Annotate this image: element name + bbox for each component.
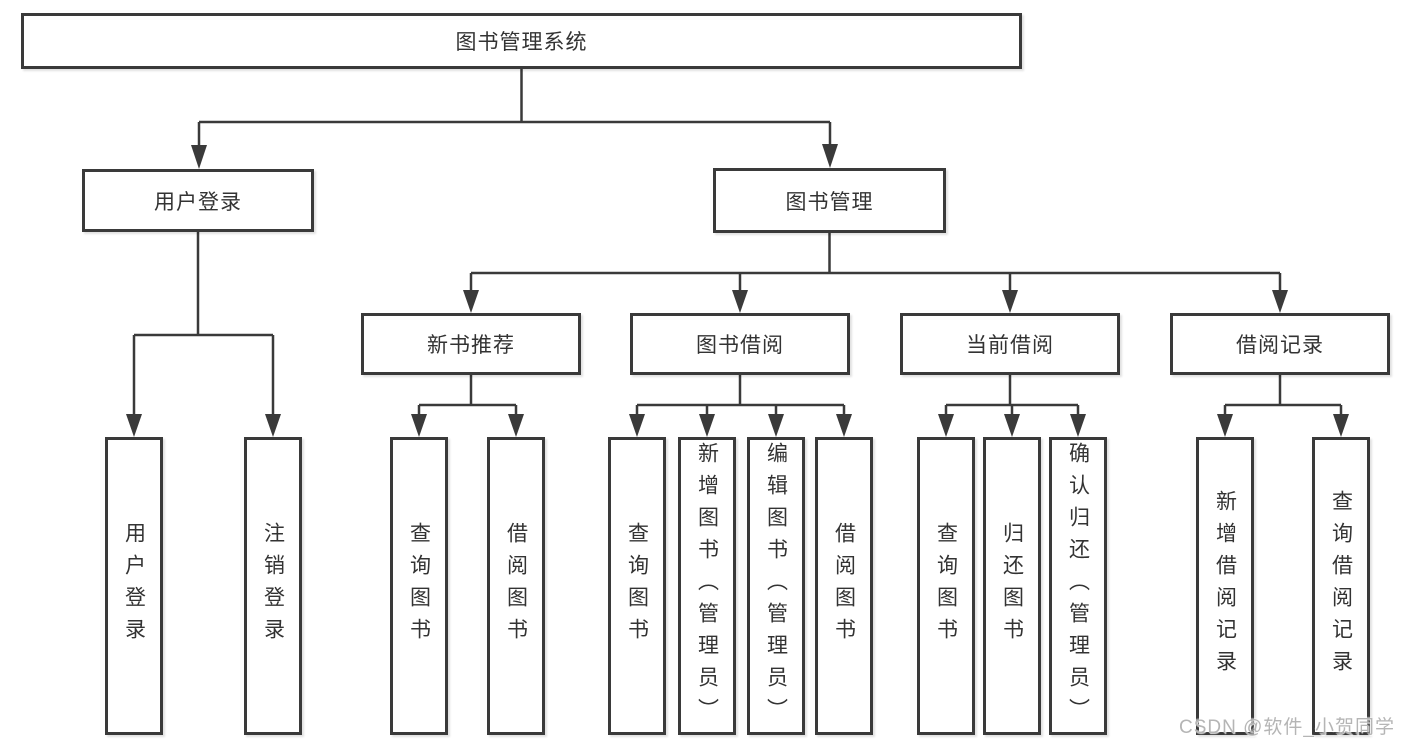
connector-group-recommend [417,375,518,415]
node-label: 新增借阅记录 [1213,490,1237,682]
node-label: 编辑图书（管理员） [764,442,788,730]
connector-group-current [944,375,1080,415]
node-label: 查询图书 [934,522,958,650]
arrow-recommend-child-0 [411,414,427,437]
node-book-borrow: 图书借阅 [630,313,850,375]
node-library-system: 图书管理系统 [21,13,1022,69]
node-current-borrow: 当前借阅 [900,313,1120,375]
leaf-query-books: 查询图书 [608,437,666,735]
connector-group-borrow [635,375,846,415]
connector-paths [132,69,1343,415]
node-label: 图书借阅 [696,334,784,357]
arrow-current-child-1 [1004,414,1020,437]
node-label: 借阅图书 [504,522,528,650]
arrow-records-child-0 [1217,414,1233,437]
node-label: 借阅图书 [832,522,856,650]
arrowheads [126,144,1349,437]
arrow-borrow-child-0 [629,414,645,437]
arrow-borrow-child-2 [768,414,784,437]
leaf-query-borrow-record: 查询借阅记录 [1312,437,1370,735]
node-label: 新增图书（管理员） [695,442,719,730]
node-label: 当前借阅 [966,334,1054,357]
leaf-query-books: 查询图书 [390,437,448,735]
connector-root [197,69,832,147]
node-label: 新书推荐 [427,334,515,357]
arrow-recommend-child-1 [508,414,524,437]
arrow-borrow-child-3 [836,414,852,437]
node-borrow-records: 借阅记录 [1170,313,1390,375]
node-label: 图书管理 [785,190,874,214]
arrow-borrow-child-1 [699,414,715,437]
leaf-borrow-books: 借阅图书 [487,437,545,735]
leaf-add-books-admin: 新增图书（管理员） [678,437,736,735]
leaf-return-books: 归还图书 [983,437,1041,735]
leaf-user-login: 用户登录 [105,437,163,735]
arrow-to-user-login [126,414,142,437]
connector-mgmt [469,233,1282,291]
node-user-login-branch: 用户登录 [82,169,314,232]
node-new-book-recommend: 新书推荐 [361,313,581,375]
node-label: 归还图书 [1000,522,1024,650]
leaf-edit-books-admin: 编辑图书（管理员） [747,437,805,735]
arrow-to-logout [265,414,281,437]
node-label: 注销登录 [261,522,285,650]
arrow-to-login [191,145,207,169]
connector-login [132,232,275,415]
arrow-to-current [1002,290,1018,313]
node-label: 用户登录 [122,522,146,650]
node-book-management-branch: 图书管理 [713,168,946,233]
node-label: 查询图书 [625,522,649,650]
arrow-to-borrow [732,290,748,313]
arrow-current-child-2 [1070,414,1086,437]
node-label: 图书管理系统 [455,31,588,54]
node-label: 查询借阅记录 [1329,490,1353,682]
node-label: 确认归还（管理员） [1066,442,1090,730]
node-label: 借阅记录 [1236,334,1324,357]
leaf-add-borrow-record: 新增借阅记录 [1196,437,1254,735]
csdn-watermark: CSDN @软件_小贺同学 [1179,717,1395,738]
node-label: 查询图书 [407,522,431,650]
arrow-to-records [1272,290,1288,313]
node-label: 用户登录 [154,190,242,214]
leaf-query-books: 查询图书 [917,437,975,735]
arrow-records-child-1 [1333,414,1349,437]
leaf-borrow-books: 借阅图书 [815,437,873,735]
connector-group-records [1223,375,1343,415]
arrow-current-child-0 [938,414,954,437]
arrow-to-recommend [463,290,479,313]
leaf-logout: 注销登录 [244,437,302,735]
arrow-to-mgmt [822,144,838,168]
leaf-confirm-return-admin: 确认归还（管理员） [1049,437,1107,735]
